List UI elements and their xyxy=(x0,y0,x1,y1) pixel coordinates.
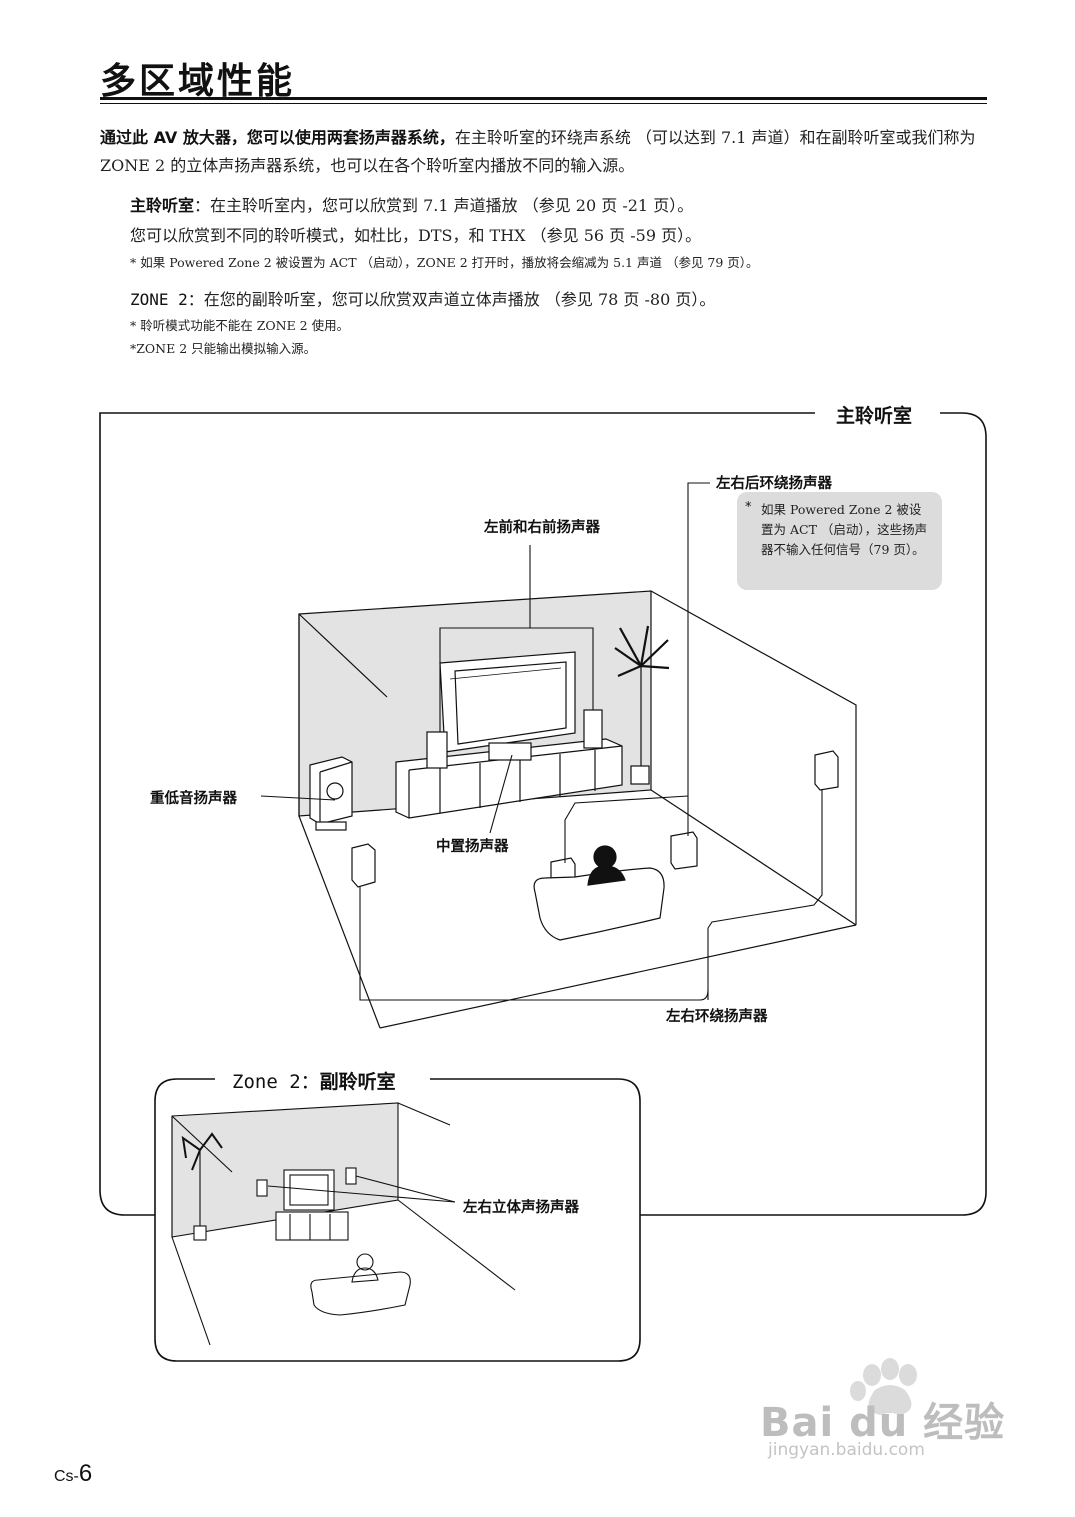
page-prefix: Cs- xyxy=(54,1468,79,1485)
page-number: Cs-6 xyxy=(54,1460,92,1488)
rear-surround-label: 左右后环绕扬声器 xyxy=(716,476,832,492)
callout-star: * xyxy=(745,500,752,515)
intro-bold: 通过此 AV 放大器，您可以使用两套扬声器系统， xyxy=(100,128,455,147)
sofa-listener xyxy=(533,845,665,941)
title-rule-thick xyxy=(100,97,987,100)
zone2-title-cn: 副聆听室 xyxy=(319,1071,396,1093)
main-room-label: 主聆听室 xyxy=(130,196,195,215)
act-callout: * 如果 Powered Zone 2 被设置为 ACT （启动），这些扬声器不… xyxy=(737,492,942,590)
zone2-note2: *ZONE 2 只能输出模拟输入源。 xyxy=(130,341,317,356)
main-room-title: 主聆听室 xyxy=(826,401,923,428)
subwoofer xyxy=(309,756,353,831)
title-rule-thin xyxy=(100,103,987,104)
surround-lr-label: 左右环绕扬声器 xyxy=(666,1009,768,1025)
zone2-line: ZONE 2：在您的副聆听室，您可以欣赏双声道立体声播放 （参见 78 页 -8… xyxy=(130,286,990,310)
palm-plant xyxy=(614,625,670,785)
zone2-note1: * 聆听模式功能不能在 ZONE 2 使用。 xyxy=(130,318,350,333)
center-label: 中置扬声器 xyxy=(436,839,509,855)
zone2-text: ：在您的副聆听室，您可以欣赏双声道立体声播放 （参见 78 页 -80 页）。 xyxy=(187,290,716,309)
page-number-value: 6 xyxy=(78,1460,93,1487)
main-room-walls xyxy=(298,590,857,1029)
zone2-title-prefix: Zone 2： xyxy=(232,1071,320,1093)
main-room-line: 主聆听室：在主聆听室内，您可以欣赏到 7.1 声道播放 （参见 20 页 -21… xyxy=(130,192,990,216)
intro-rest: 在主聆听室的环绕声系统 （可以达到 7.1 声道）和在副聆听室或我们称为 ZON… xyxy=(100,128,976,175)
main-room-note: * 如果 Powered Zone 2 被设置为 ACT （启动），ZONE 2… xyxy=(130,255,759,270)
zone2-room xyxy=(171,1102,516,1346)
watermark-text: Bai du 经验 xyxy=(760,1400,1006,1446)
zone2-title: Zone 2：副聆听室 xyxy=(222,1067,406,1094)
intro-paragraph: 通过此 AV 放大器，您可以使用两套扬声器系统，在主聆听室的环绕声系统 （可以达… xyxy=(100,124,990,180)
zone2-label: ZONE 2 xyxy=(130,290,188,309)
front-lr-label: 左前和右前扬声器 xyxy=(484,520,600,536)
tv-cabinet xyxy=(395,651,623,819)
baidu-paw-logo xyxy=(850,1358,917,1415)
callout-text: 如果 Powered Zone 2 被设置为 ACT （启动），这些扬声器不输入… xyxy=(761,502,928,557)
page-title: 多区域性能 xyxy=(100,61,296,102)
watermark-url: jingyan.baidu.com xyxy=(768,1440,925,1460)
subwoofer-label: 重低音扬声器 xyxy=(150,791,237,807)
main-room-text: ：在主聆听室内，您可以欣赏到 7.1 声道播放 （参见 20 页 -21 页）。 xyxy=(194,196,694,215)
zone2-frame xyxy=(154,1078,641,1362)
stereo-lr-label: 左右立体声扬声器 xyxy=(463,1200,579,1216)
main-room-line2: 您可以欣赏到不同的聆听模式，如杜比，DTS，和 THX （参见 56 页 -59… xyxy=(130,226,702,245)
leader-lines xyxy=(260,482,823,1001)
main-room-frame xyxy=(99,412,815,1216)
